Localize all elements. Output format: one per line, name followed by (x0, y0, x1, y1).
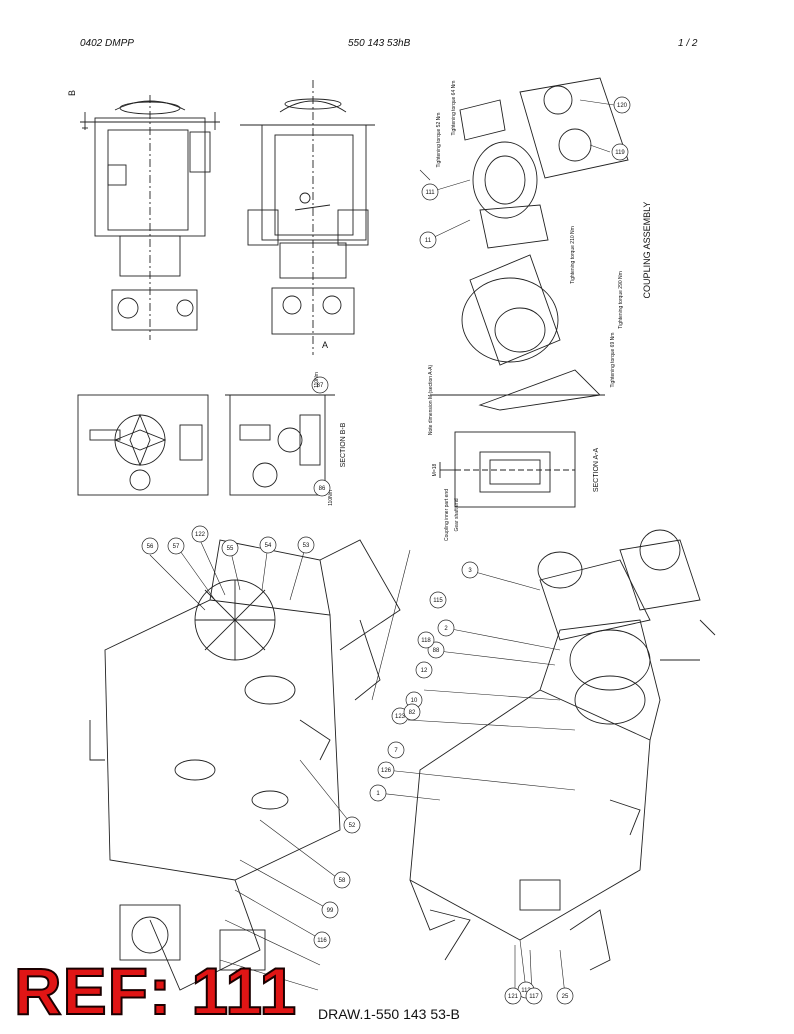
callout-118: 118 (417, 631, 435, 649)
svg-text:12: 12 (421, 668, 428, 674)
torque-210-label: Tightening torque 210 Nm (570, 226, 576, 284)
callout-111: 111 (421, 183, 439, 201)
svg-text:122: 122 (195, 532, 206, 538)
svg-text:119: 119 (615, 150, 625, 156)
callout-88: 88 (427, 641, 445, 659)
callout-116: 116 (313, 931, 331, 949)
callout-57: 57 (167, 537, 185, 555)
svg-text:54: 54 (265, 543, 272, 549)
svg-text:88: 88 (433, 648, 440, 654)
coupling-assembly-label: COUPLING ASSEMBLY (642, 202, 652, 299)
callout-117: 117 (525, 987, 543, 1005)
torque-69-label: Tightening torque 69 Nm (610, 333, 616, 388)
gear-shaft-label: Gear shaft end (454, 498, 460, 531)
callout-12: 12 (415, 661, 433, 679)
callout-56: 56 (141, 537, 159, 555)
svg-text:116: 116 (317, 938, 327, 944)
coupling-inner-label: Coupling inner part end (444, 489, 450, 541)
svg-text:123: 123 (395, 714, 406, 720)
elevation-view-center (240, 80, 375, 355)
svg-text:120: 120 (617, 103, 628, 109)
svg-text:99: 99 (327, 908, 334, 914)
svg-text:52: 52 (349, 823, 356, 829)
section-bb-right (225, 394, 335, 496)
svg-text:82: 82 (409, 710, 416, 716)
callout-54: 54 (259, 536, 277, 554)
svg-text:56: 56 (147, 544, 154, 550)
section-aa (439, 431, 576, 508)
svg-text:58: 58 (339, 878, 346, 884)
svg-text:10: 10 (411, 698, 418, 704)
page-number: 1 / 2 (678, 38, 698, 49)
svg-text:25: 25 (562, 994, 569, 1000)
callout-120: 120 (613, 96, 631, 114)
svg-text:7: 7 (394, 748, 398, 754)
svg-text:57: 57 (173, 544, 180, 550)
callout-82: 82 (403, 703, 421, 721)
svg-text:2: 2 (444, 626, 448, 632)
ref-label: REF: 111 (13, 954, 298, 1028)
nm-110-bottom-label: 110Nm (328, 490, 334, 506)
section-bb-left (77, 394, 209, 496)
section-aa-label: SECTION A-A (593, 447, 600, 492)
leader-lines (149, 99, 615, 996)
svg-text:87: 87 (317, 383, 324, 389)
svg-text:11: 11 (425, 238, 432, 244)
callout-87: 87 (311, 376, 329, 394)
callout-119: 119 (611, 143, 629, 161)
torque-52-label: Tightening torque 52 Nm (436, 113, 442, 168)
callout-99: 99 (321, 901, 339, 919)
svg-text:111: 111 (425, 190, 435, 196)
callout-53: 53 (297, 536, 315, 554)
svg-text:1: 1 (376, 791, 380, 797)
part-callouts: 111 11 120 119 56 57 122 55 54 53 3 115 … (141, 96, 631, 1005)
view-a-label: A (322, 340, 328, 350)
nm-110-top-label: 110Nm (314, 372, 320, 388)
svg-text:117: 117 (529, 994, 539, 1000)
callout-1: 1 (369, 784, 387, 802)
drawing-reference: DRAW.1-550 143 53-B (318, 1006, 460, 1022)
callout-25: 25 (556, 987, 574, 1005)
elevation-view-left (80, 95, 220, 340)
isometric-assembly-right (409, 529, 716, 971)
svg-text:55: 55 (227, 546, 234, 552)
torque-64-label: Tightening torque 64 Nm (451, 81, 457, 136)
callout-55: 55 (221, 539, 239, 557)
callout-121: 121 (504, 987, 522, 1005)
torque-290-label: Tightening torque 290 Nm (618, 271, 624, 329)
svg-text:121: 121 (508, 994, 519, 1000)
svg-text:113: 113 (521, 988, 531, 994)
callout-58: 58 (333, 871, 351, 889)
svg-text:3: 3 (468, 568, 472, 574)
note-dimension-label: Note dimension M (section A-A) (428, 365, 434, 436)
drawing-number: 550 143 53hB (348, 38, 411, 49)
callout-2: 2 (437, 619, 455, 637)
callout-7: 7 (387, 741, 405, 759)
callout-122: 122 (191, 525, 209, 543)
m-value-label: M=18 (432, 463, 438, 476)
view-b-label: B (67, 90, 77, 96)
callout-11: 11 (419, 231, 437, 249)
callout-126: 126 (377, 761, 395, 779)
callout-52: 52 (343, 816, 361, 834)
coupling-assembly-exploded (430, 77, 629, 411)
callout-86: 86 (313, 479, 331, 497)
callout-115: 115 (429, 591, 447, 609)
doc-code: 0402 DMPP (80, 38, 134, 49)
svg-text:53: 53 (303, 543, 310, 549)
svg-text:118: 118 (421, 638, 431, 644)
svg-text:115: 115 (433, 598, 443, 604)
section-bb-label: SECTION B-B (340, 422, 347, 467)
svg-text:86: 86 (319, 486, 326, 492)
isometric-assembly-left (89, 539, 401, 991)
callout-3: 3 (461, 561, 479, 579)
svg-text:126: 126 (381, 768, 392, 774)
